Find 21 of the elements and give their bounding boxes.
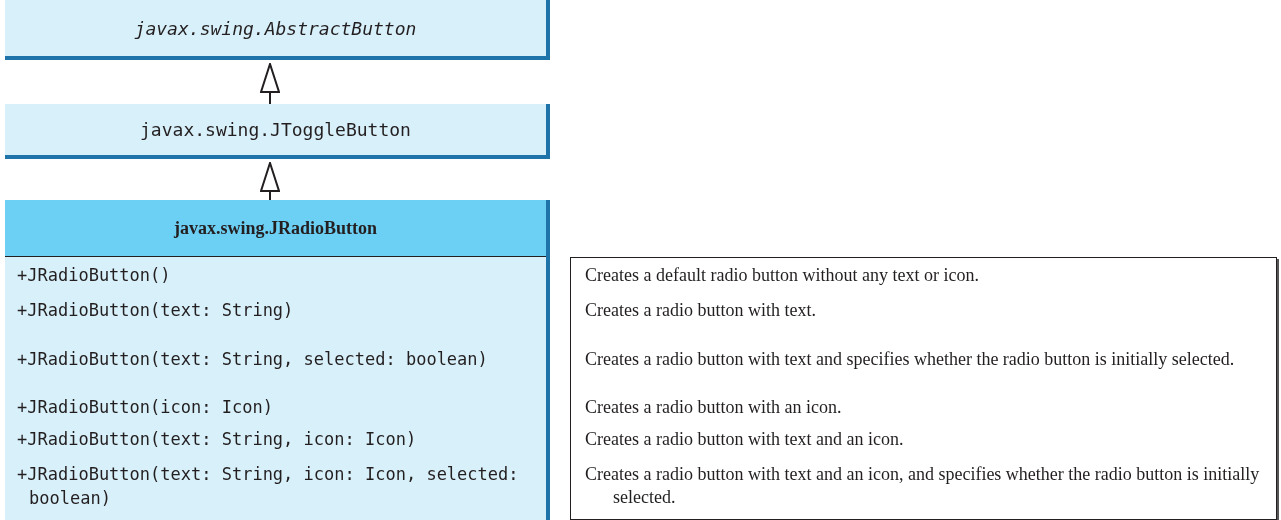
method-signature: +JRadioButton() — [17, 264, 171, 287]
method-signature: +JRadioButton(icon: Icon) — [17, 396, 273, 419]
class-box — [5, 104, 550, 159]
method-description: Creates a radio button with text and an icon. — [585, 427, 904, 451]
class-name: javax.swing.JToggleButton — [140, 118, 411, 142]
inheritance-arrow — [260, 162, 280, 201]
class-box — [5, 200, 550, 520]
method-description: Creates a radio button with text and specifies whether the radio button is initially selected. — [585, 347, 1235, 371]
method-signature: +JRadioButton(text: String, icon: Icon, selected: boolean) — [17, 463, 520, 510]
class-box — [5, 0, 550, 60]
method-signature: +JRadioButton(text: String) — [17, 299, 294, 322]
method-signature: +JRadioButton(text: String, icon: Icon) — [17, 428, 417, 451]
method-description: Creates a radio button with text. — [585, 298, 816, 322]
method-description: Creates a radio button with an icon. — [585, 395, 842, 419]
description-box — [570, 257, 1277, 520]
method-description: Creates a radio button with text and an icon, and specifies whether the radio button is initially selected. — [585, 463, 1261, 509]
class-name: javax.swing.JRadioButton — [173, 216, 377, 240]
method-signature: +JRadioButton(text: String, selected: boolean) — [17, 348, 488, 371]
class-name: javax.swing.AbstractButton — [134, 16, 417, 41]
inheritance-arrow — [260, 63, 280, 105]
method-description: Creates a default radio button without any text or icon. — [585, 264, 979, 287]
